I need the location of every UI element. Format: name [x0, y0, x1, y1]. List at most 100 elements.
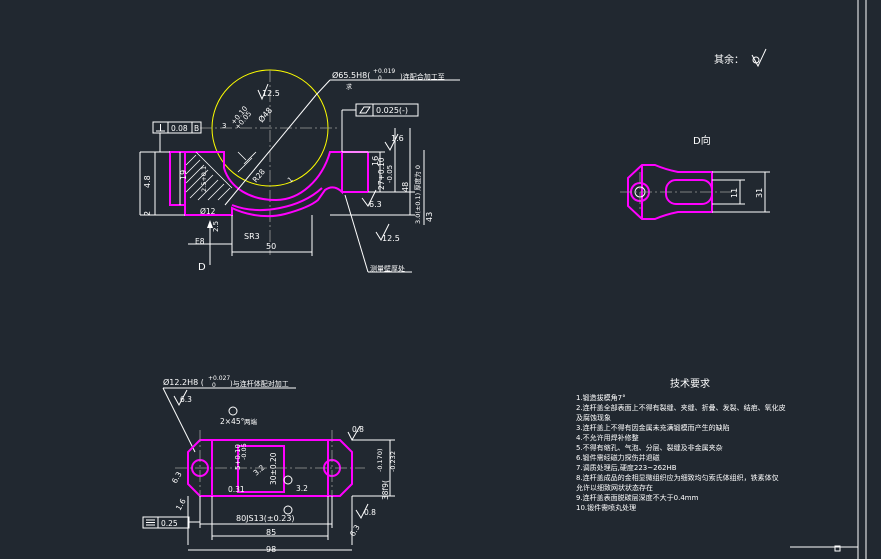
perp-value: 0.08 — [171, 124, 188, 133]
dim-27b: -0.05 — [386, 165, 394, 183]
tech-req-item: 允许以细致网状状态存在 — [576, 483, 653, 492]
roughness-rest-label: 其余： — [714, 53, 744, 66]
dim-5: 5+0.10 — [234, 444, 242, 470]
dim-38f9: 38f9( — [381, 480, 390, 500]
dim-31: 31 — [755, 188, 764, 198]
dim-dia12: Ø12 — [200, 207, 216, 216]
dim-98: 98 — [266, 545, 276, 554]
dim-80: 80JS13(±0.23) — [236, 514, 295, 523]
top-view-pocket — [237, 445, 285, 493]
dim-30: 30±0.20 — [269, 452, 278, 485]
bore-diameter-text: Ø65.5H8( — [332, 70, 370, 80]
flatness-icon — [359, 106, 371, 114]
tech-req-item: 2.连杆盖全部表面上不得有裂缝、夹缝、折叠、发裂、结疤、氧化皮 — [576, 403, 786, 412]
tech-req-item: 及腐蚀现象 — [576, 413, 611, 422]
cap-fillet — [231, 187, 323, 211]
front-view: Ø65.5H8( +0.019 0 )连配合加工至 求 0.025(-) 0.0… — [139, 68, 460, 273]
bore-diameter-line — [224, 94, 317, 206]
bore-note-sub: 求 — [346, 83, 352, 91]
dim-3-2: 3.2 — [252, 463, 267, 478]
d-view: D向 11 31 — [620, 134, 770, 220]
dim-r28: R28 — [251, 167, 268, 184]
dim-2x45: 2×45° — [220, 417, 245, 426]
tech-req-item: 6.锻件需经磁力探伤并退磁 — [576, 453, 660, 462]
dim-2-5: 2.5 — [212, 221, 220, 232]
flatness-value: 0.025(-) — [376, 106, 408, 115]
dim-16: 16 — [371, 156, 380, 166]
dim-0-8b: 0.8 — [364, 508, 376, 517]
drawing-frame — [790, 0, 867, 559]
roughness-rest-note: 其余： — [714, 48, 767, 68]
dim-50: 50 — [266, 242, 276, 251]
tech-req-title: 技术要求 — [670, 377, 710, 390]
tech-req-item: 8.连杆盖成品的金相显微组织应为细致均匀索氏体组织，铁素体仅 — [576, 473, 779, 482]
hole-tol-lower: 0 — [212, 382, 216, 389]
d-view-title: D向 — [693, 134, 711, 147]
roughness-icon-br — [355, 503, 369, 520]
datum-circle-icon — [228, 406, 238, 416]
flatness-frame: 0.025(-) — [341, 103, 419, 152]
dim-dia48: Ø48 — [256, 105, 274, 124]
dim-3: 3 — [222, 122, 226, 130]
dim-38f9-tol2: -0.232 — [389, 451, 397, 472]
dim-2x45b: 两端 — [244, 417, 258, 426]
dim-19: 19 — [179, 170, 188, 180]
hole-note: )与连杆体配对加工 — [230, 379, 289, 388]
view-d-arrow-icon — [207, 220, 213, 228]
dim-2: 2 — [143, 211, 152, 216]
roughness-icon-mid — [361, 189, 377, 207]
dim-e8: E8 — [195, 237, 205, 246]
dim-6-3-tl: 6.3 — [180, 395, 192, 404]
dim-sr3: SR3 — [244, 232, 260, 241]
symmetry-icon — [146, 519, 155, 526]
dim-43: 43 — [425, 212, 434, 222]
dim-1-6-top: 1.6 — [174, 497, 188, 512]
measure-note: 测量壁厚处 — [370, 264, 405, 273]
datum-circle-icon-2 — [283, 475, 293, 485]
tech-req-item: 10.锻件需喷丸处理 — [576, 503, 636, 512]
perp-datum-letter: B — [194, 124, 199, 133]
tech-req-item: 1.锻造拔模角7° — [576, 393, 626, 402]
roughness-icon-tl — [173, 389, 188, 407]
dim-4-8: 4.8 — [143, 175, 152, 188]
tech-req-item: 7.调质处理后,硬度223~262HB — [576, 463, 677, 472]
cap-outline — [169, 151, 343, 218]
hole-tol-upper: +0.027 — [208, 375, 230, 382]
dim-12-5-top: 12.5 — [262, 89, 280, 98]
roughness-circle-icon — [752, 56, 760, 64]
dim-12-5-bot: 12.5 — [382, 234, 400, 243]
dim-25: 0.25 — [161, 519, 178, 528]
dim-48: 48 — [401, 182, 410, 192]
bore-tol-lower: 0 — [378, 75, 382, 82]
bore-leader — [315, 79, 331, 96]
bore-tol-upper: +0.019 — [373, 68, 395, 75]
tech-req-item: 9.连杆盖表面脱碳层深度不大于0.4mm — [576, 493, 699, 502]
tech-requirements: 技术要求 1.锻造拔模角7° 2.连杆盖全部表面上不得有裂缝、夹缝、折叠、发裂、… — [576, 377, 786, 512]
roughness-icon-bottom — [375, 223, 390, 242]
dim-85: 85 — [266, 528, 276, 537]
tech-req-item: 3.连杆盖上不得有因金属未充满锻模而产生的缺陷 — [576, 423, 730, 432]
top-view-outline — [187, 439, 353, 497]
roughness-symbol-icon — [751, 48, 767, 68]
perpendicularity-icon — [156, 124, 165, 132]
dim-1: 1 — [286, 176, 295, 185]
tech-req-item: 5.不得有缩孔、气泡、分层、裂缝及非金属夹杂 — [576, 443, 723, 452]
dim-left-note: 2.5+0.1 — [200, 166, 208, 192]
dim-6-3-br: 6.3 — [348, 523, 362, 538]
view-d-label: D — [198, 262, 206, 273]
dim-3-2b: 3.2 — [296, 484, 308, 493]
datum-circle-icon-3 — [283, 505, 293, 515]
bore-note: )连配合加工至 — [400, 72, 445, 81]
dim-0-31: 0.31 — [228, 485, 245, 494]
dim-6-3: 6.3 — [369, 200, 382, 209]
perpendicularity-frame: 0.08 B — [152, 121, 202, 152]
dim-27: 27+0.10 — [377, 157, 386, 190]
tech-req-item: 4.不允许用焊补修整 — [576, 433, 639, 442]
section-hatch — [185, 151, 257, 201]
roughness-icon-top — [257, 83, 269, 101]
symmetry-frame: 0.25 1.6 — [142, 497, 200, 529]
dim-11: 11 — [730, 188, 739, 198]
hole-dia-text: Ø12.2H8 ( — [163, 377, 204, 387]
dim-side-note: 3.0(±0.1) 厚度为 0 — [413, 165, 422, 224]
